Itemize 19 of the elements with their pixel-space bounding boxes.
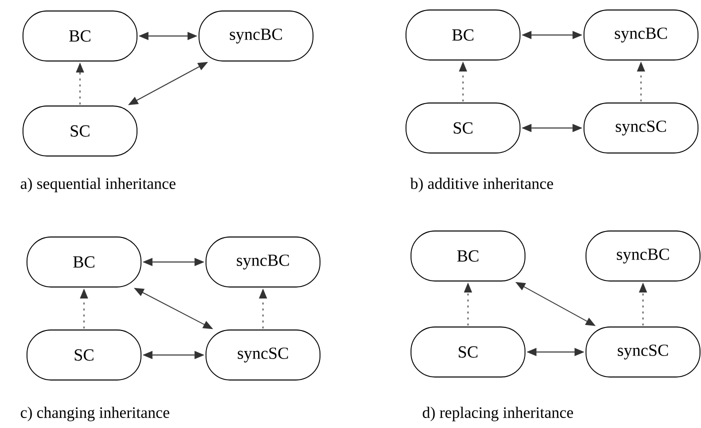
rounded-box: SC: [410, 326, 526, 378]
rounded-box: BC: [410, 230, 526, 282]
caption: d) replacing inheritance: [422, 406, 574, 422]
caption: a) sequential inheritance: [20, 178, 176, 192]
caption: b) additive inheritance: [410, 178, 554, 192]
rounded-box: syncBC: [586, 230, 700, 282]
rounded-box: syncBC: [198, 10, 314, 62]
rounded-box: BC: [26, 236, 142, 288]
rounded-box: SC: [406, 102, 520, 154]
rounded-box: syncSC: [206, 330, 320, 380]
rounded-box: SC: [26, 330, 142, 380]
rounded-box: SC: [22, 106, 138, 156]
rounded-box: BC: [22, 10, 138, 62]
rounded-box: syncSC: [584, 102, 698, 154]
rounded-box: syncBC: [206, 236, 320, 288]
rounded-box: BC: [406, 10, 520, 60]
rounded-box: syncBC: [584, 10, 698, 60]
rounded-box: syncSC: [586, 326, 700, 378]
caption: c) changing inheritance: [20, 406, 170, 422]
